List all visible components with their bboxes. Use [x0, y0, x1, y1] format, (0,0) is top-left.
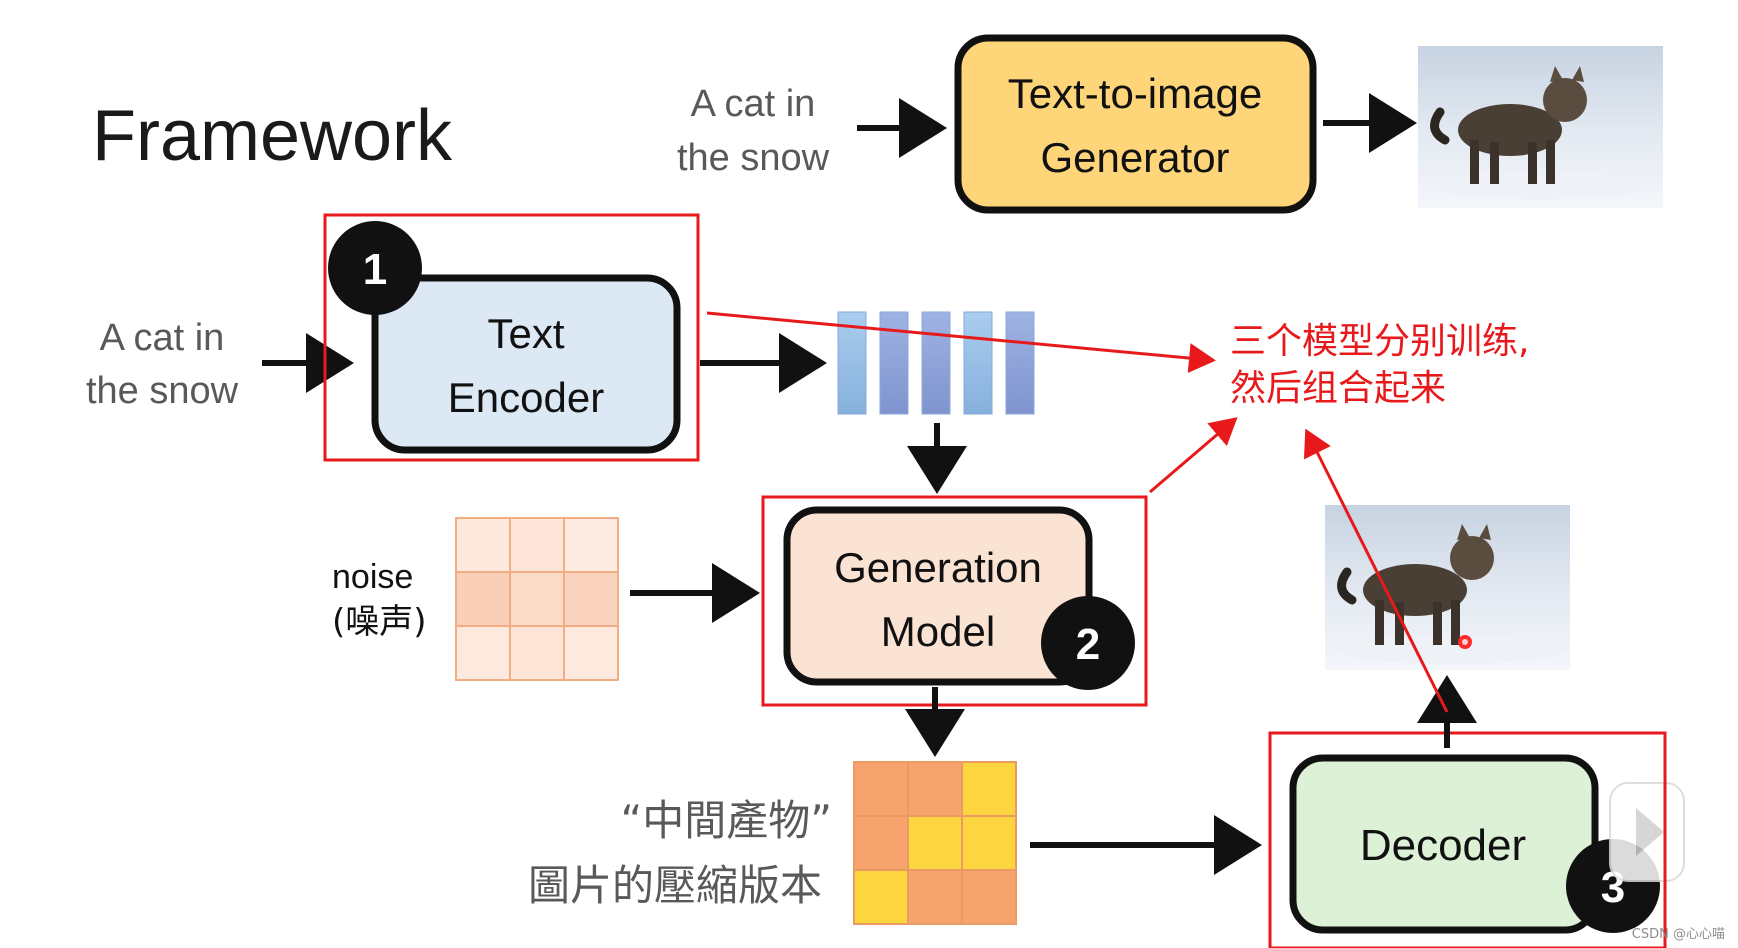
noise-grid: [455, 517, 619, 681]
video-play-overlay-icon[interactable]: [1609, 782, 1685, 882]
text-embedding-vectors: [837, 311, 1035, 415]
decoder-label: Decoder: [1360, 821, 1526, 870]
encoder-input-line2: the snow: [86, 370, 239, 412]
cat-photo-output-top: [1418, 46, 1663, 208]
badge-2-label: 2: [1076, 620, 1100, 669]
noise-label-line2: (噪声): [332, 602, 427, 642]
watermark: CSDN @心心喵: [1632, 927, 1725, 942]
badge-1-label: 1: [363, 245, 387, 294]
badge-2: [1041, 596, 1135, 690]
encoder-label-line2: Encoder: [448, 374, 604, 421]
generator-label-line1: Text-to-image: [1008, 70, 1262, 117]
encoder-input-line1: A cat in: [100, 317, 225, 359]
top-input-line1: A cat in: [691, 83, 816, 125]
annotation-line2: 然后组合起来: [1230, 368, 1446, 409]
noise-label-line1: noise: [332, 558, 413, 596]
highlight-box-encoder: [323, 213, 700, 462]
text-to-image-generator-box: [954, 34, 1317, 214]
annotation-arrow-from-decoder: [1303, 428, 1449, 713]
annotation-arrow-from-encoder: [706, 311, 1216, 373]
generation-model-box: [783, 506, 1093, 686]
annotation-arrow-from-generation: [1149, 417, 1238, 494]
generation-label-line2: Model: [881, 608, 995, 655]
page-title: Framework: [92, 96, 453, 176]
badge-1: [328, 221, 422, 315]
intermediate-label-line2: 圖片的壓縮版本: [528, 861, 822, 910]
top-input-line2: the snow: [677, 137, 830, 179]
highlight-box-generation: [761, 495, 1148, 707]
intermediate-label-line1: “中間產物”: [620, 796, 832, 845]
text-encoder-box: [371, 274, 681, 454]
highlight-box-decoder: [1268, 731, 1667, 948]
generator-label-line2: Generator: [1040, 134, 1229, 181]
cat-photo-output-decoder: [1325, 505, 1570, 670]
annotation-line1: 三个模型分别训练,: [1230, 321, 1529, 362]
encoder-label-line1: Text: [487, 310, 564, 357]
generation-label-line1: Generation: [834, 544, 1042, 591]
latent-grid: [853, 761, 1017, 925]
